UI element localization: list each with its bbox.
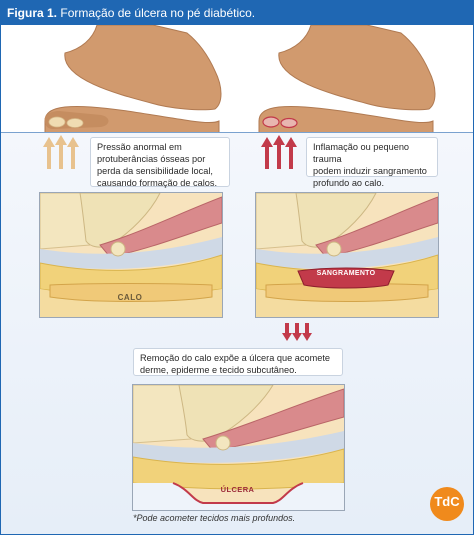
callout-pressure-line: Pressão anormal em [97, 142, 182, 152]
callus-label: CALO [117, 293, 143, 302]
callout-trauma-line: profundo ao calo. [313, 178, 385, 188]
ulcer-label: ÚLCERA [220, 485, 255, 494]
ulcer-cross-section [133, 385, 344, 510]
logo-text: TdC [434, 494, 460, 509]
callus-cross-section-panel [39, 192, 223, 318]
bleeding-label: SANGRAMENTO [316, 270, 376, 277]
callout-trauma-line: Inflamação ou pequeno trauma [313, 142, 410, 164]
feet-illustration-area [1, 24, 473, 134]
tdc-logo: TdC [430, 487, 464, 521]
callout-ulcer: Remoção do calo expõe a úlcera que acome… [133, 348, 343, 376]
footnote: *Pode acometer tecidos mais profundos. [133, 513, 296, 523]
callout-trauma-line: podem induzir sangramento [313, 166, 427, 176]
pressure-arrows-icon [43, 135, 79, 169]
callout-pressure: Pressão anormal em protuberâncias ósseas… [90, 137, 230, 188]
feet-illustration [44, 24, 436, 134]
callout-pressure-line: perda da sensibilidade local, [97, 166, 213, 176]
callout-pressure-line: protuberâncias ósseas por [97, 154, 206, 164]
callout-ulcer-line: derme, epiderme e tecido subcutâneo. [140, 365, 297, 375]
bleeding-cross-section-panel [255, 192, 439, 318]
down-arrows-icon [282, 323, 312, 341]
figure-label: Figura 1. [7, 6, 58, 20]
right-foot-illustration [258, 24, 436, 134]
callout-trauma: Inflamação ou pequeno trauma podem induz… [306, 137, 438, 188]
ground-line [1, 132, 473, 133]
figure-title: Formação de úlcera no pé diabético. [60, 6, 256, 20]
callus-cross-section [40, 193, 222, 317]
ulcer-cross-section-panel [132, 384, 345, 511]
left-foot-illustration [44, 24, 222, 134]
bleeding-cross-section [256, 193, 438, 317]
callout-pressure-line: causando formação de calos. [97, 178, 218, 188]
figure-header: Figura 1. Formação de úlcera no pé diabé… [1, 1, 473, 25]
callout-ulcer-line: Remoção do calo expõe a úlcera que acome… [140, 353, 330, 363]
trauma-arrows-icon [261, 135, 297, 169]
